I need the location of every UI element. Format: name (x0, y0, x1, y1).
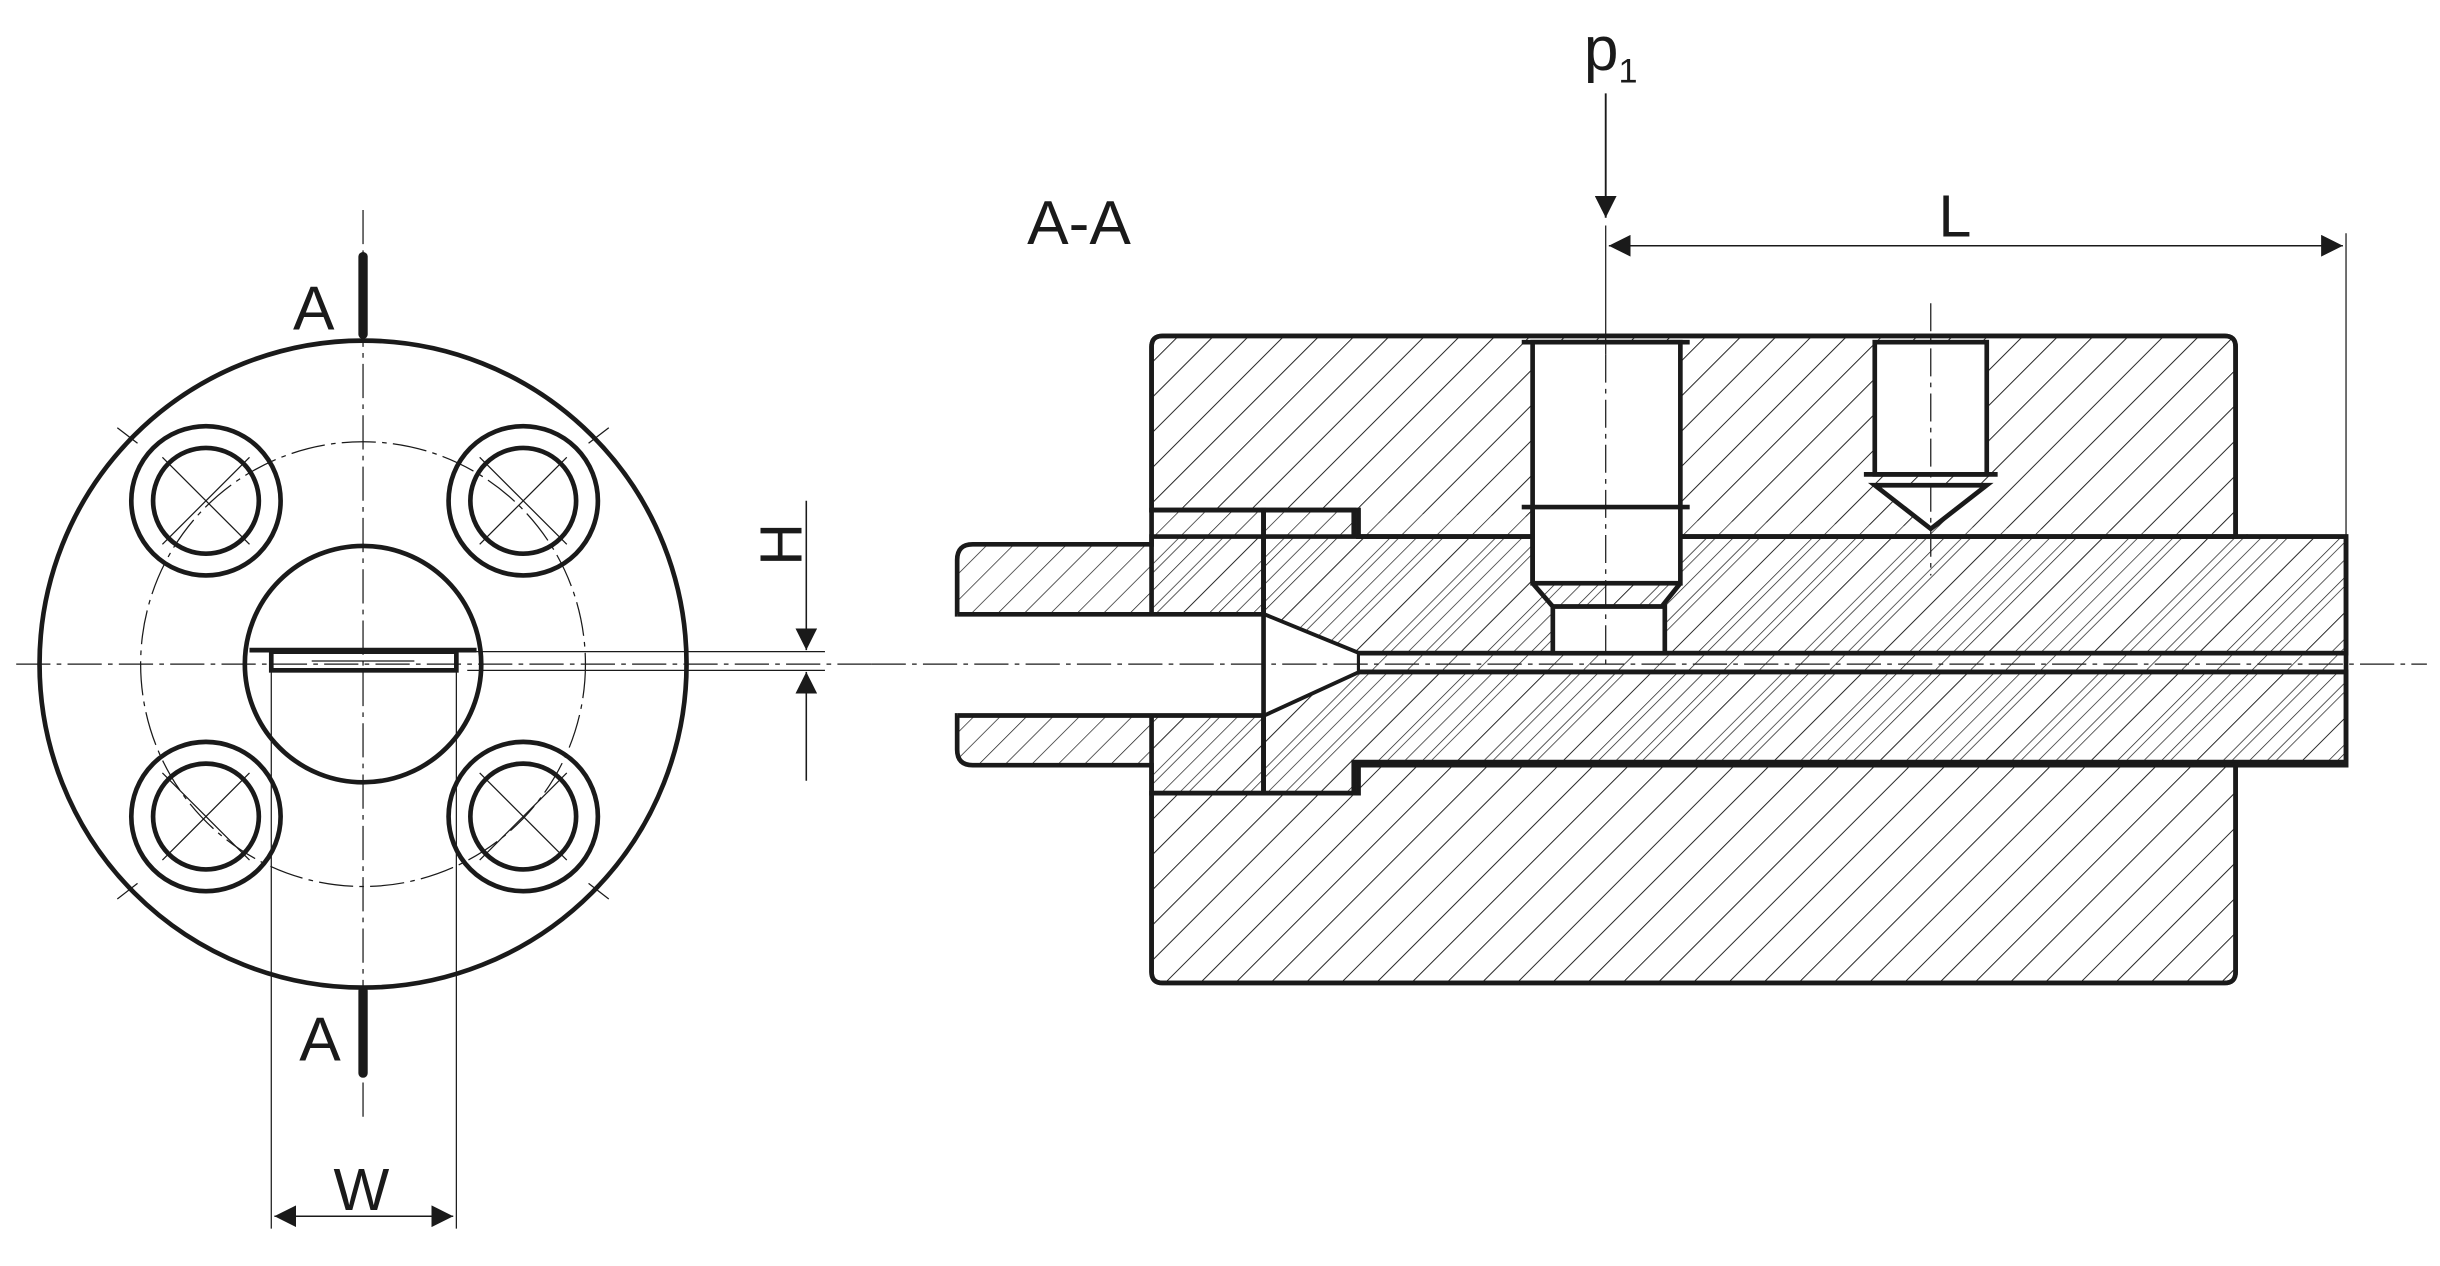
pressure-label: p1 (1584, 15, 1638, 90)
bolt-hole-top-left (128, 423, 283, 578)
slot (268, 649, 459, 673)
section-mark-top-label: A (293, 275, 335, 344)
section-title: A-A (1027, 189, 1131, 258)
bolt-hole-top-right (446, 423, 601, 578)
dim-height-label: H (748, 523, 815, 566)
pressure-subscript: 1 (1619, 52, 1638, 90)
section-view (871, 93, 2427, 986)
bolt-hole-bottom-right (446, 739, 601, 894)
section-mark-bottom-label: A (299, 1006, 341, 1075)
dim-length-label: L (1939, 182, 1972, 249)
pressure-port-drill (1550, 604, 1668, 656)
central-bore (242, 543, 484, 785)
dim-width-label: W (333, 1156, 389, 1223)
bolt-pitch-circle (140, 441, 587, 888)
bolt-hole-bottom-left (128, 739, 283, 894)
pressure-port (1530, 339, 1683, 586)
end-view (16, 209, 872, 1229)
inlet-stub-lower (954, 713, 1266, 796)
inlet-stub-upper (954, 507, 1266, 617)
pressure-letter: p (1584, 15, 1619, 84)
